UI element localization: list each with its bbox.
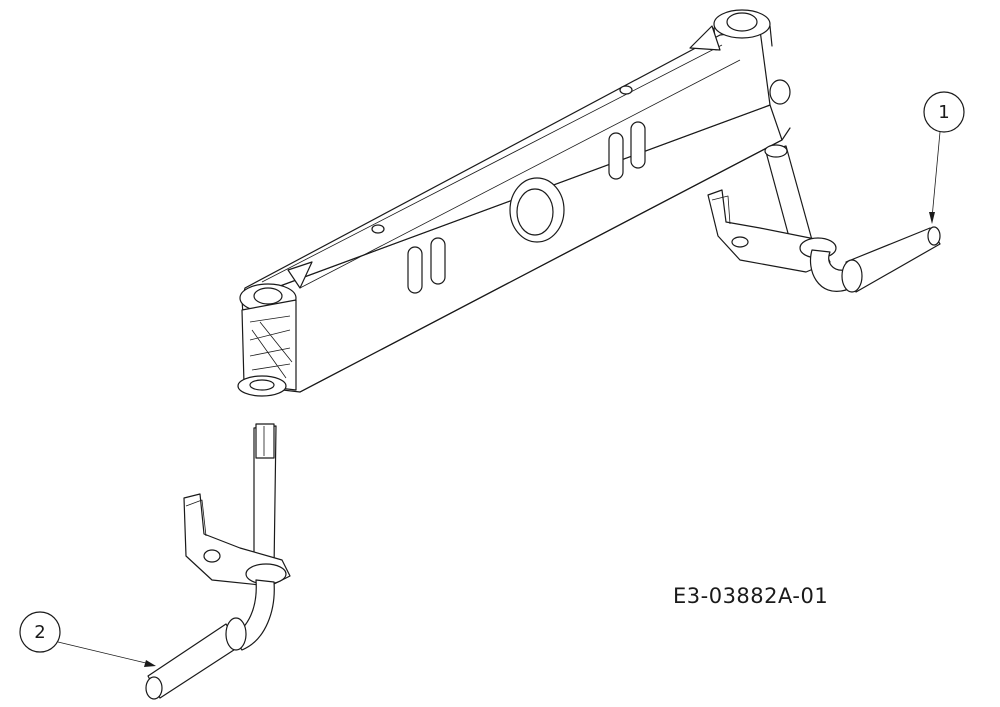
left-spindle-assembly <box>145 423 291 700</box>
front-axle-beam <box>237 9 791 397</box>
callout-2-label: 2 <box>34 622 45 643</box>
callout-1: 1 <box>923 91 965 224</box>
right-spindle-assembly <box>707 144 941 293</box>
callout-1-label: 1 <box>938 102 949 123</box>
drawing-reference-code: E3-03882A-01 <box>673 584 829 608</box>
callout-2: 2 <box>19 611 156 667</box>
